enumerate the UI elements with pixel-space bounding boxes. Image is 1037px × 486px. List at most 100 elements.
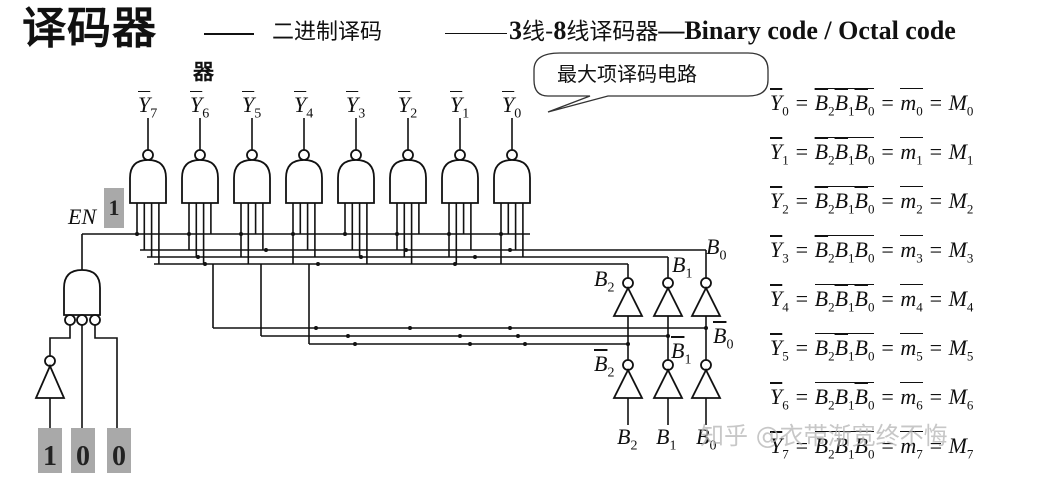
equation-row: Y5 = B2B1B0 = m5 = M5 — [770, 333, 974, 364]
title-english: —Binary code / Octal code — [658, 16, 956, 45]
title-cn: 线译码器 — [566, 19, 659, 45]
input-value-b2[interactable]: 1 — [38, 428, 62, 473]
output-label-y4: Y4 — [294, 92, 314, 122]
callout-text: 最大项译码电路 — [557, 62, 697, 86]
equation-row: Y2 = B2B1B0 = m2 = M2 — [770, 186, 974, 217]
equation-row: Y6 = B2B1B0 = m6 = M6 — [770, 382, 974, 413]
wires — [49, 118, 707, 428]
inversion-bubble — [402, 149, 414, 161]
label-b2-bar: B2 — [594, 351, 615, 381]
label-b0-input: B0 — [696, 424, 717, 454]
nand-gate — [181, 159, 219, 204]
enable-inverter — [34, 363, 66, 399]
callout-bubble — [533, 52, 769, 113]
watermark: 知乎 @衣带渐宽终不悔 — [700, 422, 948, 450]
title-right: 3线-8线译码器—Binary code / Octal code — [509, 12, 956, 46]
output-label-y7: Y7 — [138, 92, 158, 122]
nand-gate — [129, 159, 167, 204]
junction-dot — [346, 334, 350, 338]
junction-dot — [359, 255, 363, 259]
nand-gate — [233, 159, 271, 204]
label-b2-input: B2 — [617, 424, 638, 454]
junction-dot — [353, 342, 357, 346]
inverter — [652, 367, 684, 399]
inversion-bubble — [194, 149, 206, 161]
nand-gate — [285, 159, 323, 204]
junction-dot — [239, 232, 243, 236]
inverter — [612, 285, 644, 317]
junction-dot — [473, 255, 477, 259]
output-label-y3: Y3 — [346, 92, 366, 122]
title-num: 8 — [553, 16, 567, 45]
nand-gate — [389, 159, 427, 204]
junction-dot — [453, 262, 457, 266]
junction-dots — [135, 232, 708, 346]
inversion-bubble — [454, 149, 466, 161]
junction-dot — [704, 326, 708, 330]
inversion-bubble — [506, 149, 518, 161]
junction-dot — [291, 232, 295, 236]
junction-dot — [404, 248, 408, 252]
junction-dot — [343, 232, 347, 236]
inversion-bubble — [350, 149, 362, 161]
enable-wire — [49, 325, 71, 356]
inversion-bubble — [89, 314, 101, 326]
equation-row: Y1 = B2B1B0 = m1 = M1 — [770, 137, 974, 168]
title-cn: 线- — [522, 19, 554, 45]
output-label-y5: Y5 — [242, 92, 262, 122]
nand-gate — [441, 159, 479, 204]
input-value-b0[interactable]: 0 — [107, 428, 131, 473]
junction-dot — [458, 334, 462, 338]
label-b1-bar: B1 — [671, 338, 692, 368]
junction-dot — [203, 262, 207, 266]
nand-gate — [337, 159, 375, 204]
enable-value: 1 — [104, 188, 124, 228]
junction-dot — [523, 342, 527, 346]
inversion-bubble — [64, 314, 76, 326]
subtitle: 二进制译码 — [272, 20, 383, 45]
inverter — [652, 285, 684, 317]
junction-dot — [447, 232, 451, 236]
subtitle-wrap: 器 — [193, 60, 214, 84]
label-b2-top: B2 — [594, 266, 615, 296]
junction-dot — [508, 248, 512, 252]
nand-gate — [493, 159, 531, 204]
inverter — [690, 367, 722, 399]
equation-row: Y4 = B2B1B0 = m4 = M4 — [770, 284, 974, 315]
title-num: 3 — [509, 16, 522, 45]
enable-and-gate — [63, 269, 101, 316]
junction-dot — [508, 326, 512, 330]
junction-dot — [187, 232, 191, 236]
output-label-y0: Y0 — [502, 92, 522, 122]
inversion-bubble — [246, 149, 258, 161]
input-value-b1[interactable]: 0 — [71, 428, 95, 473]
equation-row: Y7 = B2B1B0 = m7 = M7 — [770, 431, 974, 462]
label-b0-top: B0 — [706, 234, 727, 264]
label-b1-input: B1 — [656, 424, 677, 454]
input-wire — [94, 325, 118, 428]
output-label-y6: Y6 — [190, 92, 210, 122]
junction-dot — [395, 232, 399, 236]
junction-dot — [264, 248, 268, 252]
enable-label: EN — [68, 204, 97, 229]
junction-dot — [316, 262, 320, 266]
page-title: 译码器 — [22, 3, 157, 54]
junction-dot — [666, 334, 670, 338]
equation-row: Y3 = B2B1B0 = m3 = M3 — [770, 235, 974, 266]
inversion-bubble — [76, 314, 88, 326]
equation-row: Y0 = B2B1B0 = m0 = M0 — [770, 88, 974, 119]
title-dash — [204, 33, 254, 35]
junction-dot — [314, 326, 318, 330]
inverter — [690, 285, 722, 317]
label-b0-bar: B0 — [713, 323, 734, 353]
inversion-bubble — [298, 149, 310, 161]
output-label-y1: Y1 — [450, 92, 470, 122]
junction-dot — [499, 232, 503, 236]
inverter — [612, 367, 644, 399]
decoder-circuit — [34, 52, 769, 428]
junction-dot — [135, 232, 139, 236]
output-label-y2: Y2 — [398, 92, 418, 122]
junction-dot — [468, 342, 472, 346]
junction-dot — [626, 342, 630, 346]
junction-dot — [196, 255, 200, 259]
